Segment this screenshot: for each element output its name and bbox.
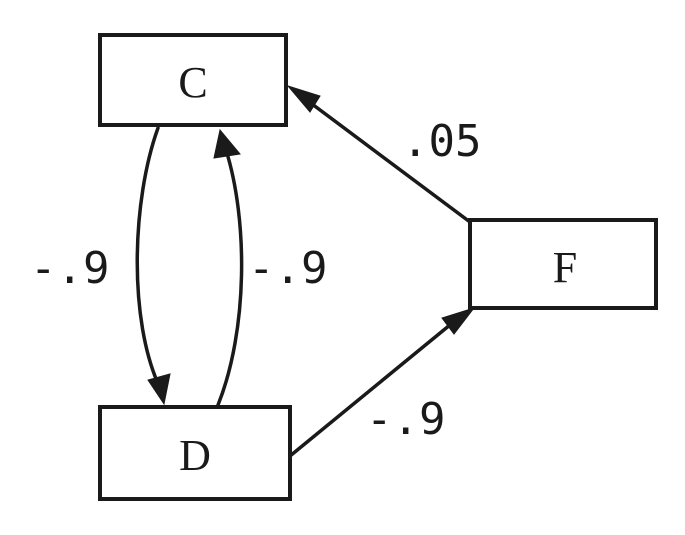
node-c-label: C <box>178 58 207 107</box>
edge-d-to-c-line <box>216 148 244 407</box>
edge-d-to-c-arrowhead <box>213 128 241 159</box>
node-f-box <box>468 218 658 310</box>
edge-f-to-c-line <box>302 96 472 224</box>
node-f: F <box>468 218 658 310</box>
edge-c-to-d-arrowhead <box>147 373 171 406</box>
edge-d-to-c <box>213 128 244 407</box>
edge-d-to-f <box>288 307 476 458</box>
edge-d-to-c-weight: -.9 <box>248 243 327 294</box>
edge-f-to-c <box>286 85 472 224</box>
edge-c-to-d-weight: -.9 <box>30 243 109 294</box>
edge-c-to-d-line <box>135 126 162 390</box>
node-d-label: D <box>179 431 211 480</box>
node-c-box <box>98 33 288 127</box>
edge-d-to-f-weight: -.9 <box>366 394 445 445</box>
edge-c-to-d <box>135 126 171 406</box>
node-f-label: F <box>553 243 577 292</box>
node-c: C <box>98 33 288 127</box>
edge-d-to-f-arrowhead <box>441 307 476 335</box>
edge-f-to-c-weight: .05 <box>402 116 481 167</box>
edge-f-to-c-arrowhead <box>286 85 321 113</box>
node-d: D <box>98 405 292 501</box>
node-d-box <box>98 405 292 501</box>
edge-d-to-f-line <box>288 318 458 458</box>
